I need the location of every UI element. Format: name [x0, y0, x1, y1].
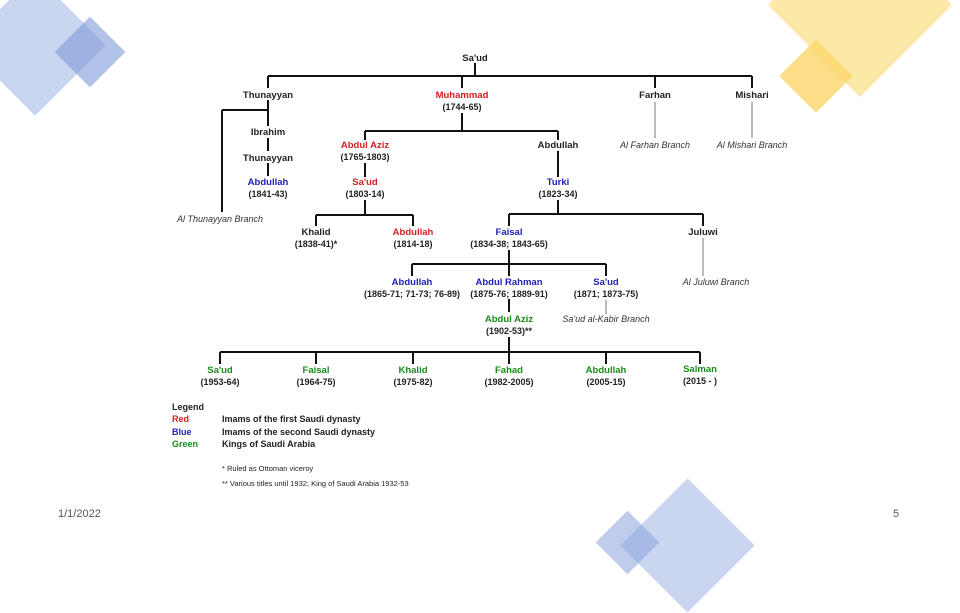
node-saud-root: Sa'ud: [462, 53, 488, 64]
node-abdul-rahman: Abdul Rahman: [475, 277, 542, 288]
node-muhammad-dates: (1744-65): [442, 102, 481, 112]
node-king-khalid: Khalid: [398, 365, 427, 376]
label-juluwi-branch: Al Juluwi Branch: [682, 277, 750, 287]
legend-red-desc: Imams of the first Saudi dynasty: [222, 414, 361, 424]
node-khalid-first: Khalid: [301, 227, 330, 238]
node-abdullah-faisal-dates: (1865-71; 71-73; 76-89): [364, 289, 460, 299]
legend-blue-label: Blue: [172, 427, 192, 437]
node-king-faisal: Faisal: [303, 365, 330, 376]
node-king-fahad-dates: (1982-2005): [484, 377, 533, 387]
node-khalid-first-dates: (1838-41)*: [295, 239, 338, 249]
node-muhammad: Muhammad: [436, 90, 489, 101]
node-abdullah-thunayyan-dates: (1841-43): [248, 189, 287, 199]
legend-title: Legend: [172, 402, 204, 412]
legend-note-titles: ** Various titles until 1932; King of Sa…: [222, 479, 409, 488]
node-thunayyan-2: Thunayyan: [243, 153, 293, 164]
legend-blue-desc: Imams of the second Saudi dynasty: [222, 427, 375, 437]
node-abdullah-saud: Abdullah: [393, 227, 434, 238]
node-abdul-rahman-dates: (1875-76; 1889-91): [470, 289, 548, 299]
legend-note-viceroy: * Ruled as Ottoman viceroy: [222, 464, 314, 473]
node-king-abdullah: Abdullah: [586, 365, 627, 376]
legend-green-label: Green: [172, 439, 198, 449]
node-abdullah-thunayyan: Abdullah: [248, 177, 289, 188]
node-saud-first: Sa'ud: [352, 177, 378, 188]
node-saud-second-dates: (1871; 1873-75): [574, 289, 639, 299]
tree-connectors: [219, 63, 753, 364]
node-abdul-aziz-first-dates: (1765-1803): [340, 152, 389, 162]
legend-green-desc: Kings of Saudi Arabia: [222, 439, 316, 449]
node-farhan: Farhan: [639, 90, 671, 101]
node-king-saud: Sa'ud: [207, 365, 233, 376]
node-juluwi: Juluwi: [688, 227, 718, 238]
legend: Legend Red Imams of the first Saudi dyna…: [172, 402, 409, 488]
node-turki-dates: (1823-34): [538, 189, 577, 199]
footer-date: 1/1/2022: [58, 508, 101, 520]
label-mishari-branch: Al Mishari Branch: [716, 140, 788, 150]
legend-red-label: Red: [172, 414, 189, 424]
node-king-faisal-dates: (1964-75): [296, 377, 335, 387]
node-saud-first-dates: (1803-14): [345, 189, 384, 199]
family-tree-diagram: Sa'ud Thunayyan Muhammad (1744-65) Farha…: [172, 53, 788, 488]
label-thunayyan-branch: Al Thunayyan Branch: [176, 214, 263, 224]
node-king-salman-dates: (2015 - ): [683, 376, 717, 386]
node-saud-second: Sa'ud: [593, 277, 619, 288]
node-turki: Turki: [547, 177, 570, 188]
node-king-salman: Salman: [683, 364, 717, 375]
node-ibrahim: Ibrahim: [251, 127, 285, 138]
branch-connectors: [605, 102, 753, 314]
node-faisal-first: Faisal: [496, 227, 523, 238]
page-number: 5: [893, 508, 900, 520]
node-king-khalid-dates: (1975-82): [393, 377, 432, 387]
node-abdullah-muhammad: Abdullah: [538, 140, 579, 151]
node-king-saud-dates: (1953-64): [200, 377, 239, 387]
label-farhan-branch: Al Farhan Branch: [619, 140, 690, 150]
node-abdullah-faisal: Abdullah: [392, 277, 433, 288]
node-mishari: Mishari: [735, 90, 768, 101]
node-king-fahad: Fahad: [495, 365, 523, 376]
node-king-abdullah-dates: (2005-15): [586, 377, 625, 387]
node-abdullah-saud-dates: (1814-18): [393, 239, 432, 249]
node-faisal-first-dates: (1834-38; 1843-65): [470, 239, 548, 249]
node-abdul-aziz-king: Abdul Aziz: [485, 314, 533, 325]
node-thunayyan: Thunayyan: [243, 90, 293, 101]
node-abdul-aziz-first: Abdul Aziz: [341, 140, 389, 151]
label-saud-kabir-branch: Sa'ud al-Kabir Branch: [562, 314, 649, 324]
node-abdul-aziz-king-dates: (1902-53)**: [486, 326, 533, 336]
